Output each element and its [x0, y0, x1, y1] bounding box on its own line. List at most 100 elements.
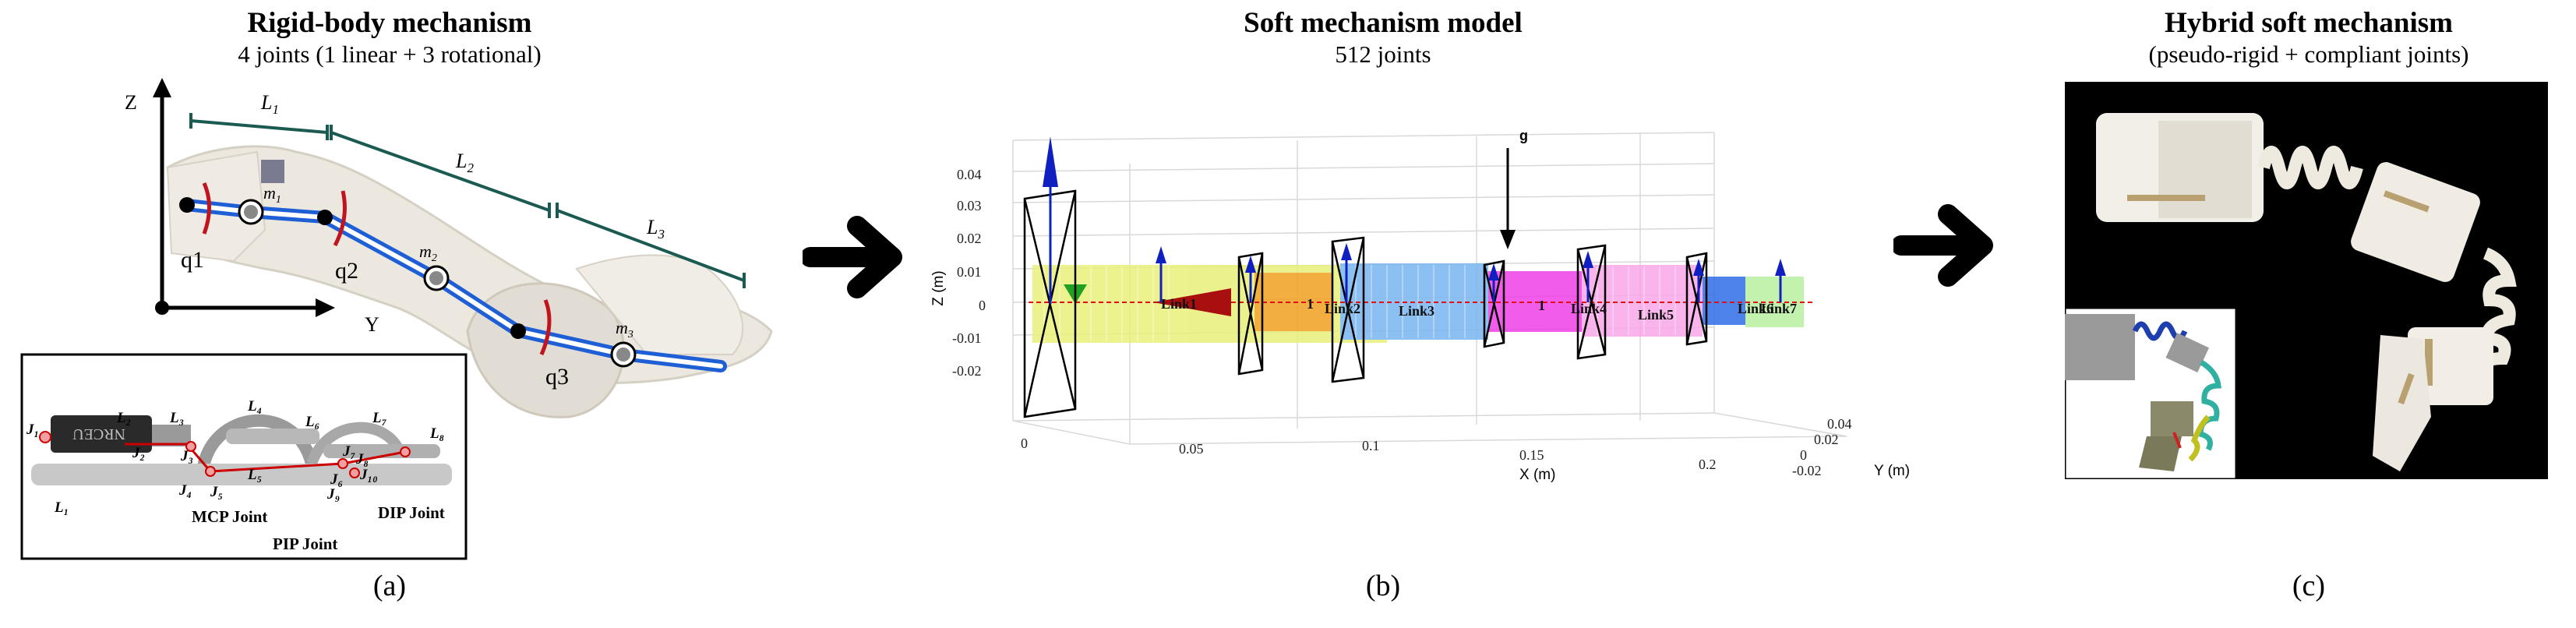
- x-axis-title: X (m): [1519, 467, 1555, 483]
- inset-joint-markers: [39, 431, 411, 478]
- joint-dot: [179, 197, 195, 213]
- inset-tag: L₅: [247, 467, 262, 483]
- link-label: 1: [1538, 298, 1545, 313]
- link-cone-red: [1153, 288, 1231, 316]
- inset-tag: J₅: [210, 484, 223, 500]
- mass-label-2: m2: [419, 242, 437, 264]
- link-label: Link3: [1399, 303, 1434, 319]
- inset-tag: L₁: [54, 499, 69, 516]
- z-axis-arrow-icon: [153, 78, 171, 97]
- y-tick: 0.04: [1827, 416, 1852, 432]
- inset-logo: NRCEU: [72, 425, 125, 443]
- panel-c: Hybrid soft mechanism (pseudo-rigid + co…: [2041, 0, 2576, 628]
- inset-tag: J₉: [326, 486, 340, 503]
- y-tick: 0: [1800, 447, 1807, 463]
- z-axis-label: Z: [125, 91, 137, 114]
- link-label: Link4: [1571, 301, 1607, 316]
- x-tick: 0.2: [1699, 457, 1717, 472]
- panel-b-label: (b): [1365, 570, 1401, 602]
- mass-marker-3: [610, 341, 637, 368]
- z-axis-title: Z (m): [930, 270, 947, 305]
- y-axis-title: Y (m): [1874, 463, 1910, 479]
- x-tick: 0.1: [1362, 438, 1380, 453]
- z-tick: -0.01: [952, 330, 982, 346]
- length-label-1: L1: [260, 91, 279, 117]
- length-label-3: L3: [646, 216, 665, 242]
- length-label-2: L2: [455, 150, 474, 175]
- z-tick: -0.02: [952, 363, 982, 379]
- joint-label-q2: q2: [335, 258, 358, 284]
- inset-tag: L₆: [305, 414, 319, 430]
- exoskeleton-inset: NRCEU J₁ L₂ L₃ J₂ J₃ J₄ J₅ L₄ L₅: [20, 353, 468, 560]
- joint-arc-q2: [333, 190, 347, 247]
- panel-c-subtitle: (pseudo-rigid + compliant joints): [2148, 41, 2469, 68]
- z-tick: 0.01: [957, 264, 982, 280]
- mount-block: [261, 160, 284, 183]
- joint-dot: [510, 323, 526, 339]
- inset-dip-label: DIP Joint: [378, 503, 445, 522]
- inset-tag: J₂: [132, 445, 145, 461]
- inset-tag: L₃: [169, 410, 184, 426]
- gravity-arrow-head-icon: [1500, 230, 1516, 249]
- panel-b-title: Soft mechanism model: [1244, 7, 1523, 39]
- compliant-joint-2: [2473, 247, 2517, 375]
- joint-arc-q3: [539, 299, 552, 355]
- panel-a-title: Rigid-body mechanism: [247, 7, 532, 39]
- joint-label-q3: q3: [545, 364, 569, 390]
- inset-tag: J₁₀: [359, 467, 378, 483]
- x-tick: 0: [1021, 436, 1028, 451]
- panel-c-title: Hybrid soft mechanism: [2165, 7, 2453, 39]
- middle-block: [2351, 162, 2480, 282]
- inset-tag: J₈: [355, 451, 369, 467]
- inset-tag: J₄: [178, 482, 192, 499]
- z-tick: 0.03: [957, 198, 982, 213]
- finger-body-shape: [166, 145, 773, 385]
- link-label: Link2: [1325, 301, 1360, 316]
- inset-tag: J₁: [26, 422, 39, 438]
- z-tick-labels: 0.04 0.03 0.02 0.01 0 -0.01 -0.02: [952, 167, 986, 379]
- mass-marker-1: [238, 199, 264, 225]
- z-tick: 0.02: [957, 231, 982, 246]
- origin-dot: [155, 301, 169, 315]
- y-axis-arrow-icon: [316, 298, 335, 317]
- inset-tag: L₄: [247, 398, 262, 415]
- panel-b: Soft mechanism model 512 joints 0.04: [919, 0, 2049, 628]
- compliant-joint-1: [2257, 146, 2363, 189]
- link-label: Link5: [1638, 307, 1674, 323]
- panel-a-label: (a): [372, 570, 407, 602]
- x-tick: 0.15: [1519, 447, 1544, 463]
- simulation-inset: [2065, 306, 2238, 479]
- rigid-body-diagram: Z Y L1 L2 L3: [20, 78, 773, 560]
- right-arrow-icon: [1893, 204, 1993, 287]
- joint-arc-q1: [202, 182, 211, 235]
- inset-tag: J₃: [180, 448, 193, 464]
- inset-tag: L₈: [429, 425, 444, 442]
- link-label: 1: [1307, 296, 1314, 312]
- joint-label-q1: q1: [181, 247, 204, 273]
- x-tick: 0.05: [1179, 441, 1204, 457]
- inset-pip-label: PIP Joint: [273, 535, 337, 553]
- panel-b-subtitle: 512 joints: [1335, 41, 1431, 68]
- finger-tip-shape: [575, 254, 744, 355]
- joint-dot: [317, 210, 333, 225]
- panel-a: Rigid-body mechanism 4 joints (1 linear …: [0, 0, 779, 628]
- panel-c-label: (c): [2292, 570, 2326, 602]
- inset-tag: J₆: [330, 471, 343, 488]
- mass-marker-2: [423, 265, 450, 291]
- inset-mcp-label: MCP Joint: [192, 507, 267, 526]
- length-markers: [189, 113, 746, 288]
- link-label: Link1: [1161, 296, 1197, 312]
- y-tick: -0.02: [1792, 463, 1822, 478]
- z-tick: 0: [979, 298, 986, 313]
- link-block-pink: [1582, 265, 1703, 337]
- link-label: Link6: [1738, 301, 1773, 316]
- soft-mechanism-plot: 0.04 0.03 0.02 0.01 0 -0.01 -0.02 Z (m) …: [930, 128, 1910, 483]
- gravity-label: g: [1519, 128, 1528, 143]
- panel-a-subtitle: 4 joints (1 linear + 3 rotational): [238, 41, 542, 68]
- mass-label-1: m1: [263, 183, 281, 206]
- inset-tag: L₇: [372, 410, 387, 426]
- right-arrow-icon: [803, 216, 902, 298]
- link-block-darkblue: [1703, 277, 1749, 325]
- link-label: Link7: [1761, 301, 1797, 316]
- y-axis-label: Y: [365, 313, 379, 336]
